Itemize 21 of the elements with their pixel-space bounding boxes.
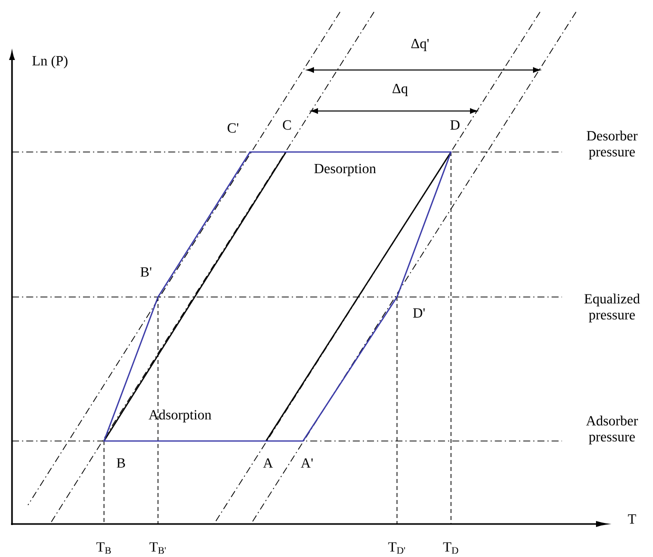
point-label: D': [413, 308, 425, 318]
dimension-label: Δq: [392, 84, 408, 96]
axis-label: T: [628, 514, 636, 524]
tick-label: T$_{B}$: [96, 542, 111, 554]
point-label: B: [116, 458, 125, 468]
pressure-label: Adsorber pressure: [586, 416, 638, 444]
pressure-label: Equalized pressure: [584, 294, 640, 322]
tick-label: T$_{D'}$: [388, 542, 406, 554]
dimension-label: Δq': [411, 38, 429, 52]
point-label: A: [263, 458, 273, 468]
process-label: Adsorption: [148, 410, 212, 422]
point-label: C: [282, 120, 291, 130]
process-label: Desorption: [314, 164, 376, 176]
point-label: A': [300, 458, 313, 468]
point-label: B': [140, 267, 152, 277]
pressure-label: Desorber pressure: [586, 130, 638, 160]
point-label: C': [228, 123, 238, 133]
point-label: D: [450, 120, 460, 130]
tick-label: T$_{B'}$: [150, 542, 166, 554]
axis-label: Ln (P): [32, 56, 68, 68]
tick-label: T$_{D}$: [443, 542, 458, 554]
